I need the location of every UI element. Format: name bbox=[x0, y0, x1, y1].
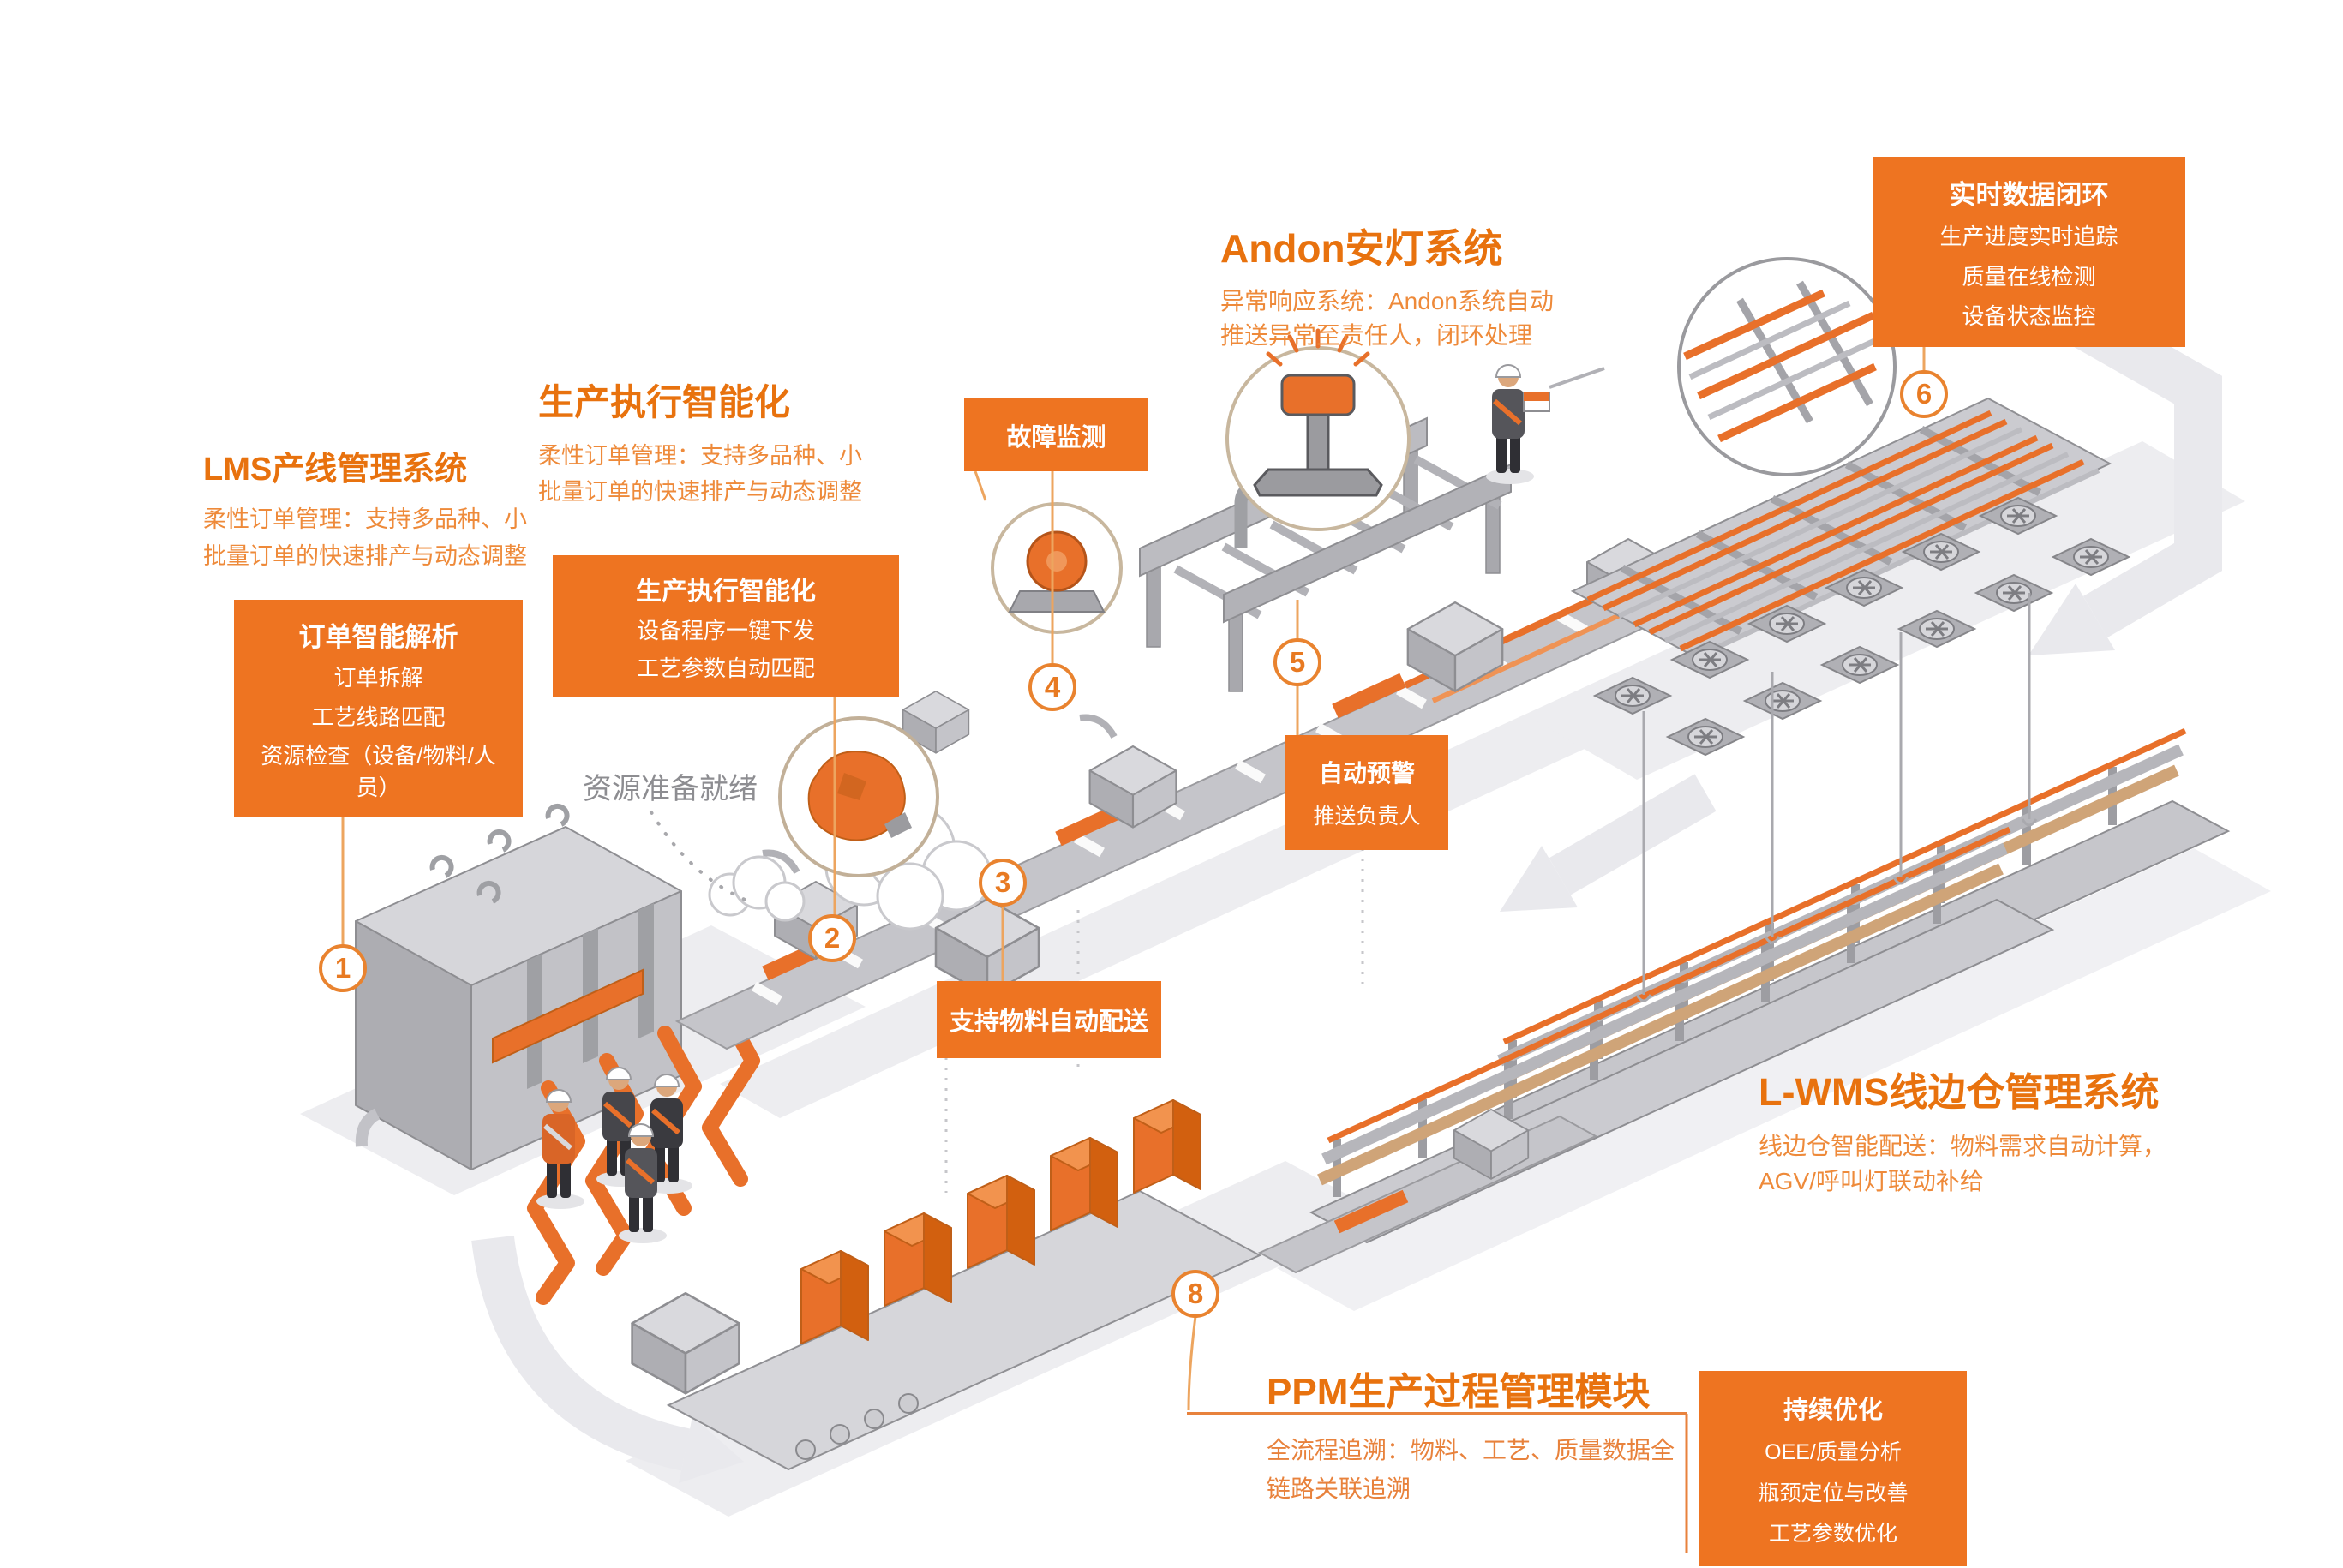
callout-title: 订单智能解析 bbox=[298, 622, 458, 653]
ppm-desc-line1: 全流程追溯：物料、工艺、质量数据全 bbox=[1267, 1437, 1675, 1463]
worker-tablet bbox=[1485, 364, 1605, 485]
magnifier-roller-icon bbox=[991, 502, 1123, 634]
crane-cable bbox=[1635, 593, 2038, 1002]
hot-rails bbox=[1586, 410, 2100, 660]
callout-line: 资源检查（设备/物料/人员） bbox=[261, 742, 496, 800]
callout-title: 生产执行智能化 bbox=[636, 578, 816, 606]
hot-billet bbox=[492, 968, 644, 1064]
callout-title: 支持物料自动配送 bbox=[949, 1008, 1148, 1036]
rail-mill bbox=[631, 1099, 1598, 1471]
heading-andon: Andon安灯系统 异常响应系统：Andon系统自动 推送异常至责任人，闭环处理 bbox=[1220, 218, 1554, 353]
callout-line: 设备程序一键下发 bbox=[636, 618, 815, 643]
callout-line: 瓶颈定位与改善 bbox=[1758, 1481, 1909, 1505]
step-marker-3: 3 bbox=[979, 859, 1027, 907]
callout-order-parsing: 订单智能解析 订单拆解 工艺线路匹配 资源检查（设备/物料/人员） bbox=[234, 600, 523, 817]
cooling-bed bbox=[1570, 397, 2112, 660]
lwms-desc-line1: 线边仓智能配送：物料需求自动计算， bbox=[1759, 1133, 2167, 1159]
ppm-title: PPM生产过程管理模块 bbox=[1267, 1371, 1651, 1413]
connector-line bbox=[341, 347, 1926, 1411]
heading-lms: LMS产线管理系统 柔性订单管理：支持多品种、小 批量订单的快速排产与动态调整 bbox=[203, 442, 527, 575]
callout-title: 自动预警 bbox=[1318, 759, 1415, 787]
callout-fault-monitoring: 故障监测 bbox=[964, 398, 1148, 471]
heading-ppm: PPM生产过程管理模块 全流程追溯：物料、工艺、质量数据全 链路关联追溯 bbox=[1267, 1361, 1675, 1508]
resources-ready-note: 资源准备就绪 bbox=[583, 773, 758, 805]
step-marker-6: 6 bbox=[1900, 370, 1948, 418]
lms-title: LMS产线管理系统 bbox=[203, 452, 468, 488]
heading-exec: 生产执行智能化 柔性订单管理：支持多品种、小 批量订单的快速排产与动态调整 bbox=[538, 374, 862, 510]
callout-realtime-data: 实时数据闭环 生产进度实时追踪 质量在线检测 设备状态监控 bbox=[1873, 157, 2185, 347]
callout-line: 生产进度实时追踪 bbox=[1939, 224, 2118, 250]
workers-group bbox=[536, 1067, 693, 1244]
andon-lamp-icon bbox=[1225, 328, 1411, 531]
step-marker-2: 2 bbox=[808, 914, 856, 962]
exec-title: 生产执行智能化 bbox=[538, 382, 791, 422]
callout-auto-alert: 自动预警 推送负责人 bbox=[1285, 735, 1448, 850]
callout-line: 订单拆解 bbox=[333, 665, 423, 691]
lms-desc-line2: 批量订单的快速排产与动态调整 bbox=[203, 543, 527, 569]
callout-line: 工艺参数自动匹配 bbox=[636, 655, 815, 681]
callout-line: 质量在线检测 bbox=[1962, 263, 2096, 290]
magnifier-rails-icon bbox=[1677, 257, 1897, 476]
callout-title: 持续优化 bbox=[1783, 1396, 1883, 1424]
exec-desc-line1: 柔性订单管理：支持多品种、小 bbox=[538, 443, 862, 469]
callout-title: 实时数据闭环 bbox=[1949, 180, 2109, 211]
callout-line: 工艺参数优化 bbox=[1768, 1522, 1897, 1547]
step-marker-8: 8 bbox=[1172, 1270, 1219, 1318]
lwms-desc-line2: AGV/呼叫灯联动补给 bbox=[1759, 1168, 1984, 1194]
callout-execution: 生产执行智能化 设备程序一键下发 工艺参数自动匹配 bbox=[553, 555, 899, 697]
heading-lwms: L-WMS线边仓管理系统 线边仓智能配送：物料需求自动计算， AGV/呼叫灯联动… bbox=[1759, 1061, 2166, 1199]
callout-line: 推送负责人 bbox=[1313, 805, 1421, 829]
worker-icon bbox=[1485, 364, 1535, 485]
lms-desc-line1: 柔性订单管理：支持多品种、小 bbox=[203, 506, 527, 532]
callout-line: 工艺线路匹配 bbox=[311, 703, 446, 730]
callout-title: 故障监测 bbox=[1006, 423, 1106, 452]
andon-title: Andon安灯系统 bbox=[1220, 226, 1503, 271]
lwms-title: L-WMS线边仓管理系统 bbox=[1759, 1070, 2160, 1114]
callout-material-delivery: 支持物料自动配送 bbox=[937, 981, 1161, 1058]
step-marker-1: 1 bbox=[319, 944, 367, 992]
callout-line: 设备状态监控 bbox=[1962, 302, 2096, 329]
mill-housing-gray bbox=[631, 1292, 740, 1395]
callout-continuous-optimization: 持续优化 OEE/质量分析 瓶颈定位与改善 工艺参数优化 bbox=[1699, 1371, 1967, 1566]
callout-line: OEE/质量分析 bbox=[1765, 1440, 1902, 1465]
exec-desc-line2: 批量订单的快速排产与动态调整 bbox=[538, 479, 862, 505]
caster-machine bbox=[355, 803, 682, 1170]
step-marker-5: 5 bbox=[1273, 638, 1321, 686]
andon-desc-line1: 异常响应系统：Andon系统自动 bbox=[1220, 288, 1554, 314]
ppm-desc-line2: 链路关联追溯 bbox=[1267, 1475, 1411, 1502]
magnifier-billet-icon bbox=[778, 716, 939, 877]
mill-housings bbox=[800, 1099, 1201, 1344]
step-marker-4: 4 bbox=[1028, 663, 1076, 711]
andon-desc-line2: 推送异常至责任人，闭环处理 bbox=[1220, 322, 1533, 349]
